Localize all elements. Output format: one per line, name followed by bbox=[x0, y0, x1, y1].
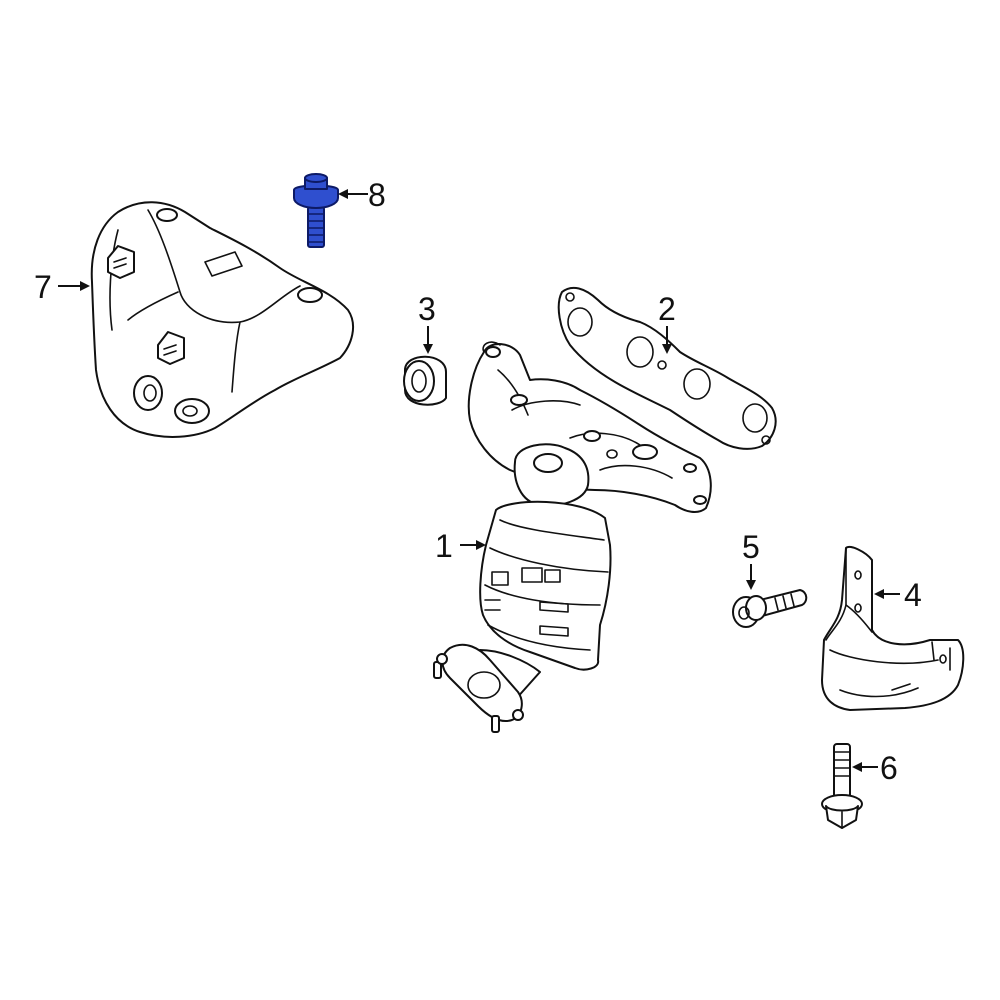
part-8-bolt[interactable] bbox=[293, 173, 339, 248]
callout-1-label: 1 bbox=[435, 528, 453, 564]
callout-6-label: 6 bbox=[880, 750, 898, 786]
callout-7: 7 bbox=[34, 269, 90, 305]
part-1-exhaust-manifold-converter[interactable] bbox=[433, 341, 712, 733]
callout-8-label: 8 bbox=[368, 177, 386, 213]
callout-4-label: 4 bbox=[904, 577, 922, 613]
part-7-heat-shield[interactable] bbox=[90, 201, 355, 438]
callout-6: 6 bbox=[852, 750, 898, 786]
part-3-spacer[interactable] bbox=[403, 355, 447, 406]
callout-1: 1 bbox=[435, 528, 486, 564]
callout-4: 4 bbox=[874, 577, 922, 613]
callout-5: 5 bbox=[742, 529, 760, 590]
part-4-bracket[interactable] bbox=[821, 546, 965, 711]
callout-2-label: 2 bbox=[658, 291, 676, 327]
callout-2: 2 bbox=[658, 291, 676, 354]
part-6-bolt[interactable] bbox=[821, 743, 863, 829]
part-5-bolt[interactable] bbox=[732, 589, 808, 628]
callout-8: 8 bbox=[338, 177, 386, 213]
part-2-gasket[interactable] bbox=[557, 286, 777, 450]
callout-3: 3 bbox=[418, 291, 436, 354]
callout-7-label: 7 bbox=[34, 269, 52, 305]
callout-5-label: 5 bbox=[742, 529, 760, 565]
callout-3-label: 3 bbox=[418, 291, 436, 327]
